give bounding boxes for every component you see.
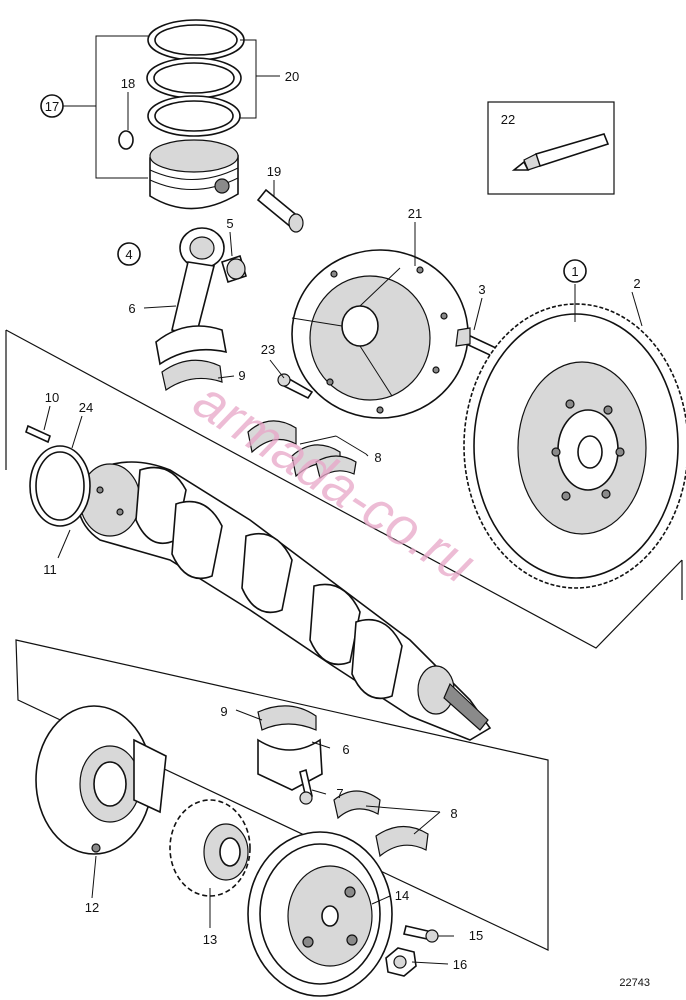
bearing-shell-upper xyxy=(161,359,223,392)
callout-1: 1 xyxy=(563,259,587,283)
dowel-pin xyxy=(25,424,51,444)
flywheel-bolt xyxy=(455,327,498,358)
label-7: 7 xyxy=(336,786,343,801)
pulley-bolt xyxy=(403,925,439,943)
label-8b: 8 xyxy=(450,806,457,821)
label-23: 23 xyxy=(261,342,275,357)
svg-text:1: 1 xyxy=(571,264,578,279)
crankshaft xyxy=(76,461,492,741)
leader-lines xyxy=(43,92,643,965)
callout-labels: 18 20 19 5 6 9 22 21 3 2 23 10 24 8 11 9… xyxy=(43,69,640,972)
label-2: 2 xyxy=(633,276,640,291)
label-9a: 9 xyxy=(238,368,245,383)
label-3: 3 xyxy=(478,282,485,297)
label-12: 12 xyxy=(85,900,99,915)
main-bearing-shells-lower xyxy=(333,790,429,858)
figure-number: 22743 xyxy=(619,977,650,989)
circlip xyxy=(118,130,134,150)
label-18: 18 xyxy=(121,76,135,91)
label-14: 14 xyxy=(395,888,409,903)
label-8a: 8 xyxy=(374,450,381,465)
label-19: 19 xyxy=(267,164,281,179)
label-24: 24 xyxy=(79,400,93,415)
svg-text:17: 17 xyxy=(45,99,59,114)
callout-17: 17 xyxy=(40,94,64,118)
seal-ring xyxy=(29,445,91,527)
flywheel-housing xyxy=(291,249,469,419)
label-11: 11 xyxy=(43,562,57,577)
main-bearing-shells-upper xyxy=(247,420,357,480)
label-15: 15 xyxy=(469,928,483,943)
label-16: 16 xyxy=(453,957,467,972)
oil-pump-housing xyxy=(35,705,167,855)
label-21: 21 xyxy=(408,206,422,221)
crankshaft-pulley xyxy=(247,831,393,997)
housing-screw xyxy=(277,373,314,400)
cap-screw xyxy=(299,768,313,805)
leader-frames xyxy=(5,35,683,951)
sealant-box xyxy=(487,101,615,195)
label-20: 20 xyxy=(285,69,299,84)
label-6a: 6 xyxy=(128,301,135,316)
label-10: 10 xyxy=(45,390,59,405)
flywheel xyxy=(463,303,686,589)
piston xyxy=(149,139,239,210)
connecting-rod xyxy=(155,227,228,366)
main-bearing-cap xyxy=(257,705,323,791)
crankshaft-gear xyxy=(169,799,251,897)
callout-4: 4 xyxy=(117,242,141,266)
pulley-nut xyxy=(385,947,417,977)
piston-rings xyxy=(146,19,245,137)
piston-pin xyxy=(256,188,304,233)
label-22: 22 xyxy=(501,112,515,127)
svg-text:4: 4 xyxy=(125,247,132,262)
label-5: 5 xyxy=(226,216,233,231)
small-end-bushing xyxy=(221,254,247,284)
label-6b: 6 xyxy=(342,742,349,757)
label-13: 13 xyxy=(203,932,217,947)
label-9b: 9 xyxy=(220,704,227,719)
